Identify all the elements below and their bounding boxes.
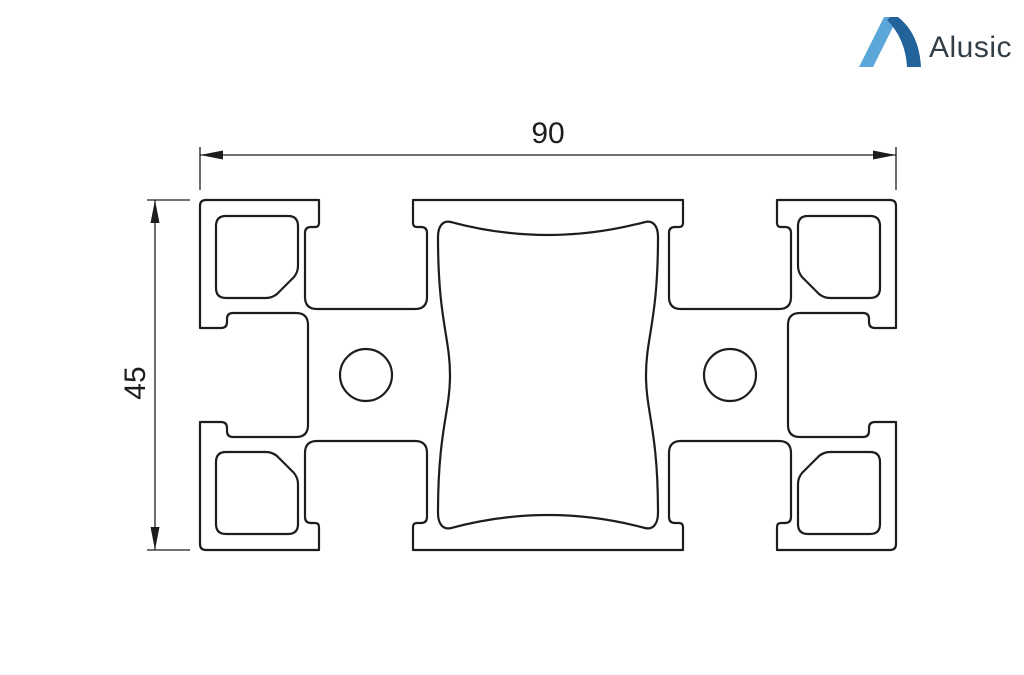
- dimension-width-arrows: [200, 150, 896, 160]
- logo-a-right-swoosh: [887, 17, 921, 67]
- corner-cavity-top-right: [796, 214, 882, 300]
- screw-channel-right: [702, 347, 758, 403]
- corner-cavity-bottom-left: [214, 450, 300, 536]
- height-dimension-label: 45: [119, 366, 152, 399]
- arrowhead-left: [200, 150, 223, 160]
- brand-name: Alusic: [929, 31, 1012, 64]
- dimension-height: [147, 199, 190, 551]
- logo-a-icon: [859, 17, 921, 67]
- arrowhead-bottom: [150, 527, 160, 550]
- dimension-width: [199, 147, 897, 190]
- arrowhead-top: [150, 200, 160, 223]
- dimension-height-arrows: [150, 200, 160, 550]
- profile-cross-section: [198, 198, 898, 552]
- corner-cavity-bottom-right: [796, 450, 882, 536]
- width-dimension-label: 90: [531, 117, 564, 150]
- brand-logo: Alusic: [859, 17, 1012, 67]
- outer-contour: [198, 198, 898, 552]
- corner-cavity-top-left: [214, 214, 300, 300]
- screw-channel-left: [338, 347, 394, 403]
- arrowhead-right: [873, 150, 896, 160]
- central-cavity: [436, 220, 660, 530]
- logo-a-left-stroke: [859, 17, 898, 67]
